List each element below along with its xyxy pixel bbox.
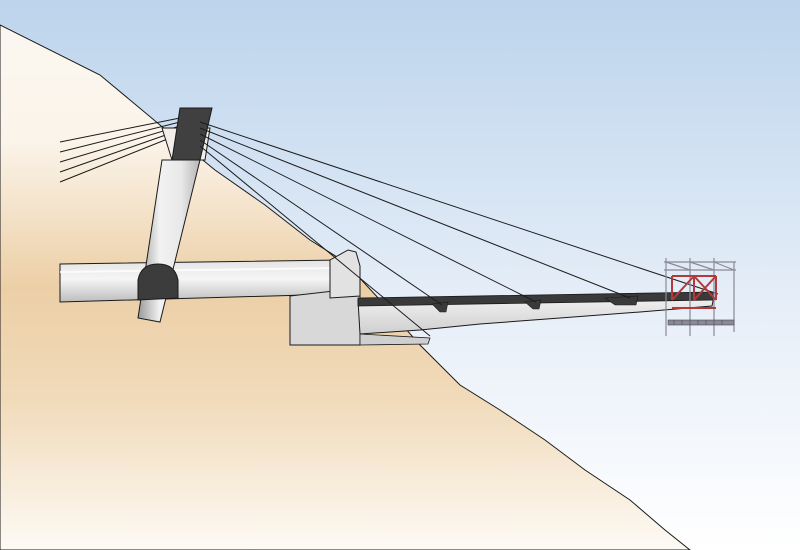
pylon-head [171,107,213,161]
traveller-platform [667,319,735,326]
tunnel-portal [137,263,179,301]
form-traveller [664,258,736,336]
cable-anchor [431,301,449,313]
traveller-frame [671,275,717,309]
stay-cables [199,121,719,337]
backstay-cables [59,117,181,183]
abutment [289,249,431,346]
cable-anchor [524,299,542,310]
